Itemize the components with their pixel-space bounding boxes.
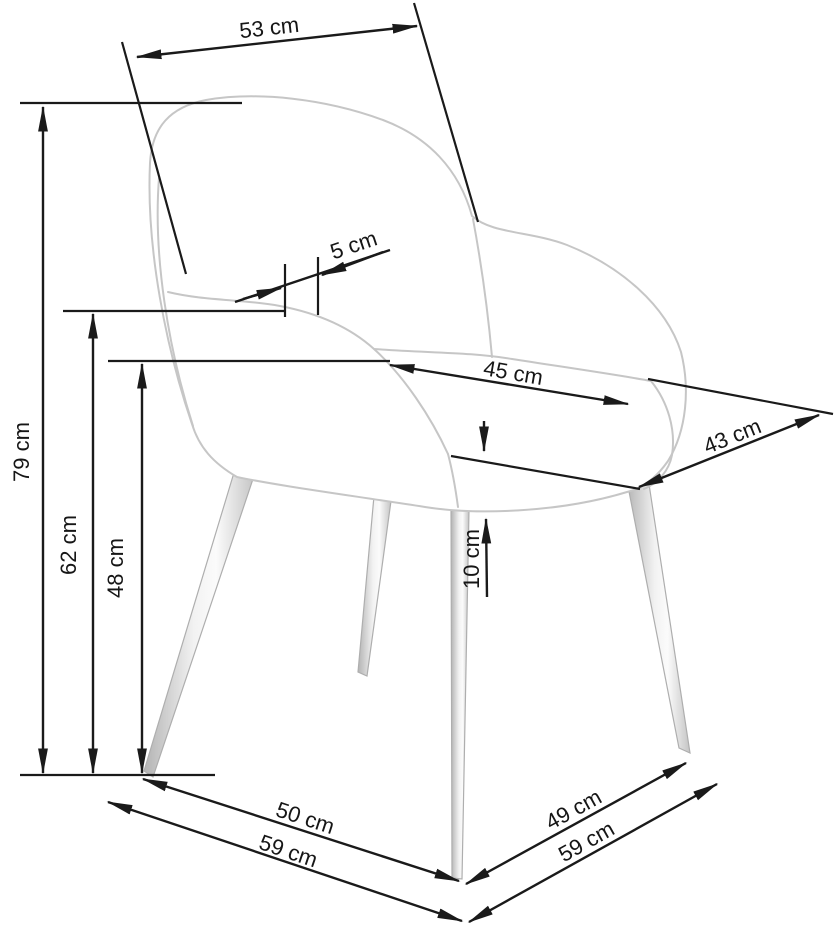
chair-shell-outline	[148, 95, 687, 513]
chair-leg-rear-left	[357, 495, 392, 677]
ext-line-seat-rear-diagonal	[647, 377, 834, 416]
extension-lines	[20, 2, 834, 777]
chair-seam-left-shell-inner	[156, 177, 194, 427]
dim-label-front-leg-spacing: 50 cm	[273, 797, 338, 839]
dimension-lines	[38, 23, 821, 924]
dim-line-overall-depth	[467, 782, 719, 924]
ext-line-seat-plane-diagonal	[450, 454, 641, 491]
chair-drawing	[143, 95, 691, 880]
dim-label-cushion-thickness: 10 cm	[459, 529, 484, 589]
dim-line-seat-depth	[637, 413, 821, 489]
chair-seam-seat-front	[447, 453, 459, 508]
dim-line-backrest-width	[135, 23, 419, 60]
chair-leg-front-left	[143, 465, 256, 778]
dim-label-seat-height: 48 cm	[103, 538, 128, 598]
dim-line-side-leg-spacing	[464, 761, 688, 886]
dim-arrow-cushion-bottom	[481, 517, 492, 598]
dim-arrow-armrest-depth-left	[242, 286, 283, 301]
dim-arrow-armrest-depth-right	[320, 250, 384, 277]
ext-line-backrest-left-diagonal	[120, 41, 188, 275]
dim-label-seat-depth: 43 cm	[700, 413, 765, 458]
dim-line-seat-width	[388, 363, 630, 406]
dim-label-backrest-width: 53 cm	[238, 12, 300, 43]
dim-label-overall-height: 79 cm	[9, 422, 34, 482]
dim-line-overall-width	[106, 800, 464, 923]
dim-label-armrest-height: 62 cm	[56, 515, 81, 575]
dim-label-overall-width: 59 cm	[256, 829, 321, 872]
chair-seam-backrest-right	[472, 218, 493, 358]
ext-line-backrest-right-diagonal	[412, 2, 480, 223]
chair-leg-rear-right	[625, 475, 691, 755]
